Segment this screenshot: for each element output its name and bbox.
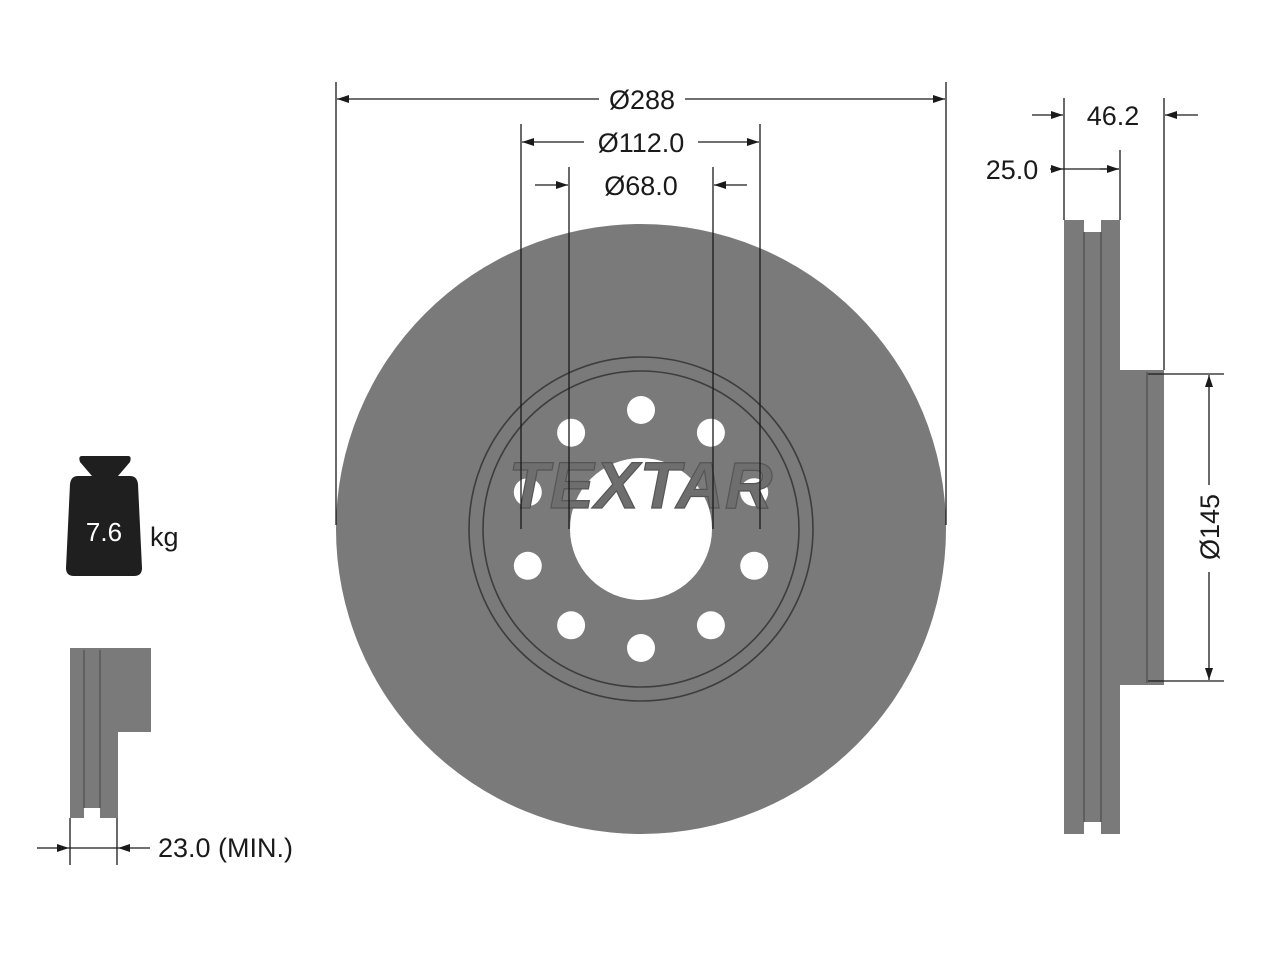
disc-hat-ring [468, 356, 814, 702]
bolt-circle-label: Ø112.0 [598, 128, 685, 158]
dim-outer-diameter: Ø288 [335, 82, 947, 525]
total-height-label: 46.2 [1087, 101, 1140, 131]
brand-logo: TEXTAR [508, 448, 773, 522]
weight-icon: 7.6 kg [66, 456, 179, 576]
bolt-hole [627, 396, 655, 424]
disc-side-view [1064, 218, 1164, 836]
dim-bolt-circle: Ø112.0 [520, 124, 761, 529]
hat-diameter-label: Ø145 [1195, 494, 1225, 560]
bolt-holes [513, 396, 769, 662]
disc-hat-section [1120, 370, 1164, 685]
vent-gap-top [1084, 218, 1101, 232]
disc-hat-inner-ring [482, 370, 800, 688]
bolt-hole [696, 611, 725, 640]
center-bore-label: Ø68.0 [604, 171, 678, 201]
outer-diameter-label: Ø288 [609, 85, 675, 115]
bolt-hole [557, 418, 586, 447]
weight-value: 7.6 [86, 517, 122, 547]
dim-center-bore: Ø68.0 [535, 167, 747, 529]
min-section-gap [84, 808, 100, 820]
disc-front-view: TEXTAR [336, 224, 946, 834]
vent-gap-bottom [1084, 822, 1101, 836]
bolt-hole [740, 551, 769, 580]
bolt-hole [740, 478, 769, 507]
bolt-hole [696, 418, 725, 447]
disc-thickness-label: 25.0 [986, 155, 1039, 185]
weight-unit: kg [150, 522, 179, 552]
min-section-hat [118, 648, 151, 732]
dim-hat-diameter: Ø145 [1148, 373, 1225, 682]
weight-icon-shape [66, 456, 142, 576]
center-bore [570, 458, 712, 600]
dim-min-thickness: 23.0 (MIN.) [37, 818, 293, 865]
min-thickness-section [70, 648, 151, 820]
dim-total-height: 46.2 [1032, 98, 1198, 370]
bolt-hole [513, 551, 542, 580]
dim-disc-thickness: 25.0 [986, 150, 1121, 220]
min-section-body [70, 648, 118, 818]
bolt-hole [557, 611, 586, 640]
min-thickness-label: 23.0 (MIN.) [158, 833, 293, 863]
bolt-hole [627, 634, 655, 662]
disc-outer-friction-ring [1064, 220, 1120, 834]
